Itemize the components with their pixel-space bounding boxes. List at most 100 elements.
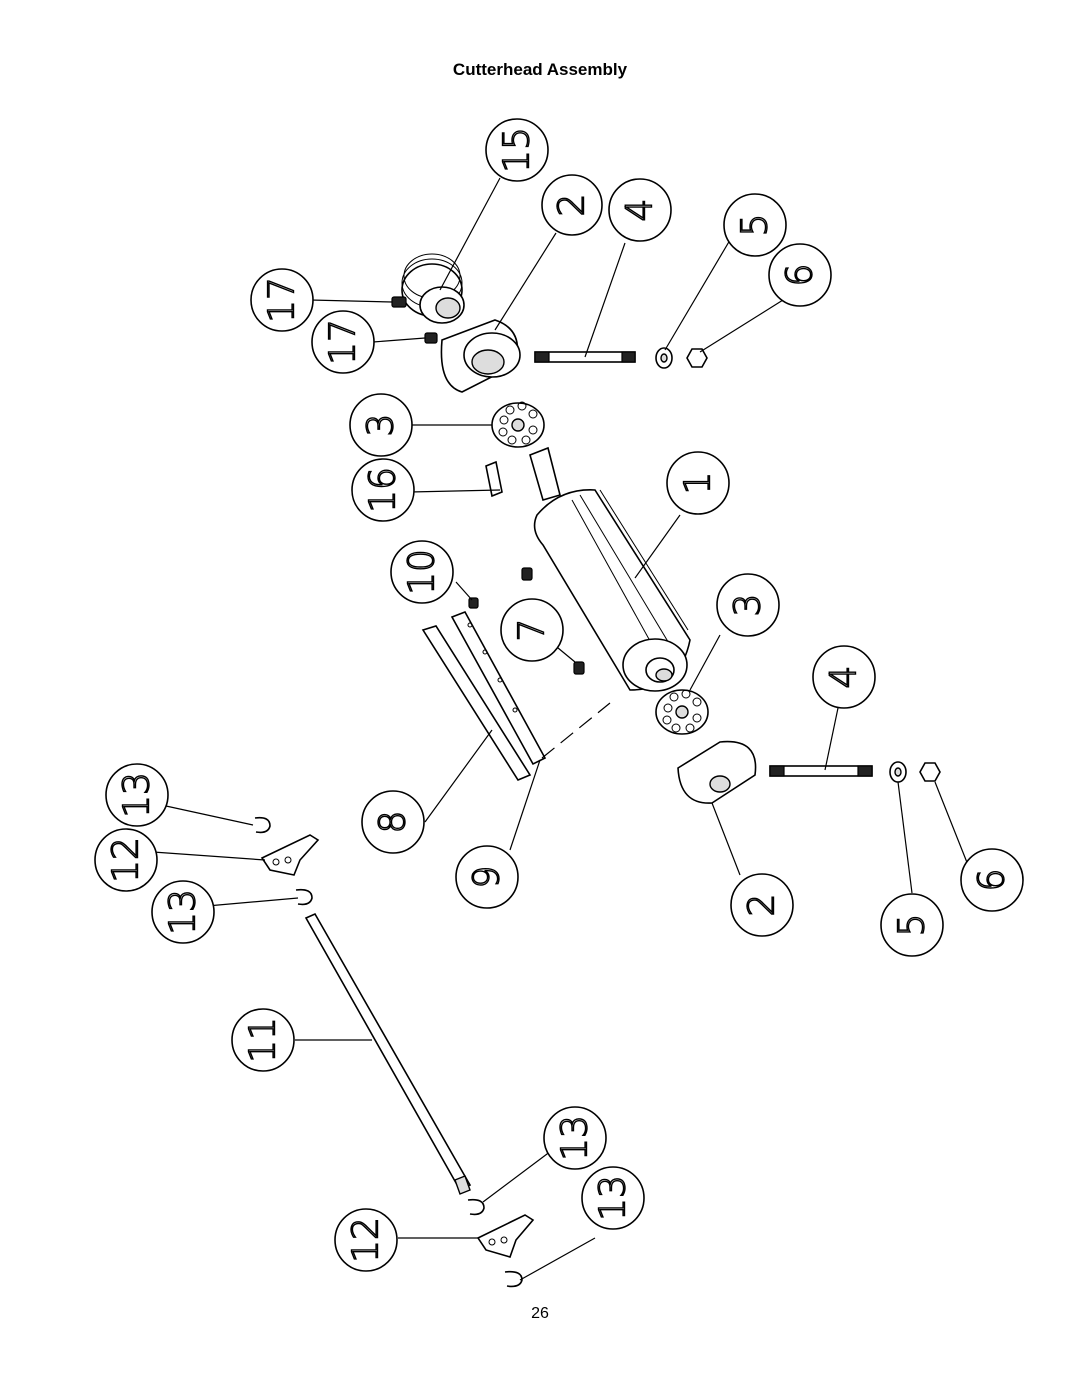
callout-circle bbox=[455, 845, 519, 909]
nut-lower bbox=[919, 762, 941, 782]
callout-17: 17 bbox=[311, 310, 375, 374]
callout-label: 4 bbox=[824, 666, 865, 689]
callout-label: 2 bbox=[552, 194, 593, 217]
callout-label: 3 bbox=[361, 414, 402, 437]
callout-circle bbox=[880, 893, 944, 957]
callout-circle bbox=[311, 310, 375, 374]
callout-13: 13 bbox=[581, 1166, 645, 1230]
callout-circle bbox=[485, 118, 549, 182]
callout-circle bbox=[500, 598, 564, 662]
callout-7: 7 bbox=[500, 598, 564, 662]
callout-circle bbox=[151, 880, 215, 944]
callout-circle bbox=[231, 1008, 295, 1072]
callout-label: 13 bbox=[117, 772, 158, 818]
callout-label: 9 bbox=[467, 866, 508, 889]
callout-circle bbox=[581, 1166, 645, 1230]
key-part bbox=[485, 460, 503, 498]
bearing-lower bbox=[655, 689, 709, 735]
washer-hole-lower bbox=[894, 767, 902, 777]
callout-label: 15 bbox=[497, 127, 538, 173]
callout-4: 4 bbox=[608, 178, 672, 242]
callout-circle bbox=[250, 268, 314, 332]
callout-circle bbox=[608, 178, 672, 242]
callout-label: 3 bbox=[728, 594, 769, 617]
callout-label: 5 bbox=[892, 914, 933, 937]
callout-13: 13 bbox=[543, 1106, 607, 1170]
callout-circle bbox=[351, 458, 415, 522]
shaft-part bbox=[304, 912, 472, 1195]
callout-6: 6 bbox=[768, 243, 832, 307]
callout-circle bbox=[541, 174, 603, 236]
callout-circle bbox=[390, 540, 454, 604]
callout-circle bbox=[666, 451, 730, 515]
callout-circle bbox=[723, 193, 787, 257]
callout-13: 13 bbox=[105, 763, 169, 827]
screw-part bbox=[573, 661, 585, 675]
leader-lines bbox=[152, 177, 969, 1281]
e-clip-part bbox=[295, 888, 313, 906]
callout-13: 13 bbox=[151, 880, 215, 944]
callout-12: 12 bbox=[334, 1208, 398, 1272]
callout-5: 5 bbox=[723, 193, 787, 257]
bearing-housing-lower bbox=[677, 740, 757, 804]
callout-9: 9 bbox=[455, 845, 519, 909]
callout-15: 15 bbox=[485, 118, 549, 182]
gib-part bbox=[450, 611, 547, 766]
callout-1: 1 bbox=[666, 451, 730, 515]
e-clip-part bbox=[254, 816, 271, 834]
callout-label: 17 bbox=[323, 319, 364, 365]
callout-label: 7 bbox=[512, 619, 553, 642]
callout-circle bbox=[812, 645, 876, 709]
assembly-dashline bbox=[541, 702, 611, 759]
callout-circle bbox=[94, 828, 158, 892]
callout-label: 11 bbox=[243, 1017, 284, 1063]
callout-label: 10 bbox=[402, 549, 443, 595]
callout-6: 6 bbox=[960, 848, 1024, 912]
callout-circle bbox=[716, 573, 780, 637]
callout-10: 10 bbox=[390, 540, 454, 604]
callout-17: 17 bbox=[250, 268, 314, 332]
lever-upper bbox=[260, 834, 320, 876]
callout-11: 11 bbox=[231, 1008, 295, 1072]
knife-part bbox=[421, 625, 532, 781]
callout-label: 5 bbox=[735, 214, 776, 237]
callout-label: 12 bbox=[346, 1217, 387, 1263]
screw-part bbox=[468, 597, 479, 609]
e-clip-part bbox=[467, 1198, 485, 1216]
page-title: Cutterhead Assembly bbox=[452, 60, 628, 79]
callout-label: 13 bbox=[555, 1115, 596, 1161]
callout-circle bbox=[361, 790, 425, 854]
callout-2: 2 bbox=[730, 873, 794, 937]
callout-circle bbox=[768, 243, 832, 307]
callout-label: 2 bbox=[742, 894, 783, 917]
callout-circle bbox=[349, 393, 413, 457]
callout-4: 4 bbox=[812, 645, 876, 709]
callout-circle bbox=[543, 1106, 607, 1170]
callout-label: 8 bbox=[373, 811, 414, 834]
callout-label: 4 bbox=[620, 199, 661, 222]
callout-2: 2 bbox=[541, 174, 603, 236]
page-number: 26 bbox=[531, 1305, 549, 1322]
callout-8: 8 bbox=[361, 790, 425, 854]
callout-label: 13 bbox=[163, 889, 204, 935]
washer-hole-upper bbox=[660, 353, 668, 363]
callout-12: 12 bbox=[94, 828, 158, 892]
callout-label: 6 bbox=[780, 264, 821, 287]
bearing-housing-upper bbox=[440, 319, 521, 393]
screw-part bbox=[521, 567, 533, 581]
callout-label: 13 bbox=[593, 1175, 634, 1221]
nut-upper bbox=[686, 348, 708, 368]
lever-lower bbox=[476, 1214, 535, 1258]
bearing-upper bbox=[491, 401, 545, 448]
pulley-part bbox=[401, 253, 465, 324]
callout-circle bbox=[105, 763, 169, 827]
callout-circle bbox=[730, 873, 794, 937]
set-screw-part bbox=[391, 296, 438, 344]
callout-label: 17 bbox=[262, 277, 303, 323]
callout-label: 12 bbox=[106, 837, 147, 883]
callout-label: 1 bbox=[678, 472, 719, 495]
cutterhead-part bbox=[529, 446, 691, 692]
callout-3: 3 bbox=[349, 393, 413, 457]
